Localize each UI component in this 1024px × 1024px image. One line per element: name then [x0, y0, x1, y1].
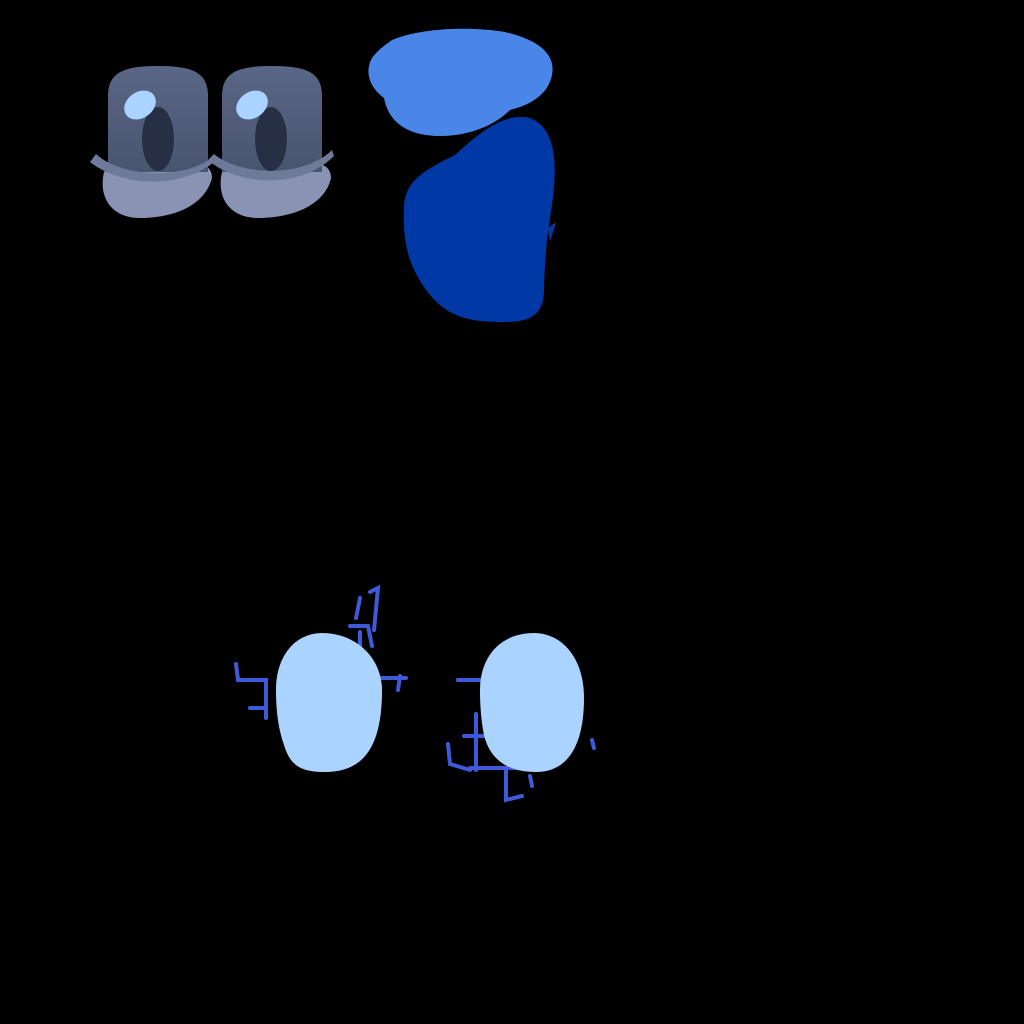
light-blue-blob-icon — [368, 28, 553, 137]
dark-blue-blob-notch — [548, 222, 556, 242]
dark-blue-blob-icon — [403, 116, 555, 322]
cartoon-eyes-icon — [90, 66, 334, 218]
blue-blobs — [368, 28, 556, 322]
left-eye — [90, 66, 214, 218]
right-eye-pupil — [255, 107, 287, 171]
left-eye-highlight — [124, 90, 156, 120]
left-oval-scribbles — [234, 584, 408, 720]
right-eye-highlight — [236, 90, 268, 120]
left-eye-pupil — [142, 107, 174, 171]
left-eye-lash — [90, 154, 214, 182]
right-eye-white — [480, 633, 584, 772]
right-oval-scribbles — [446, 678, 596, 803]
eye-white-ovals-icon — [234, 584, 596, 803]
left-eye-white — [276, 633, 382, 772]
right-eye-lash — [208, 150, 334, 181]
right-eye — [208, 66, 334, 218]
